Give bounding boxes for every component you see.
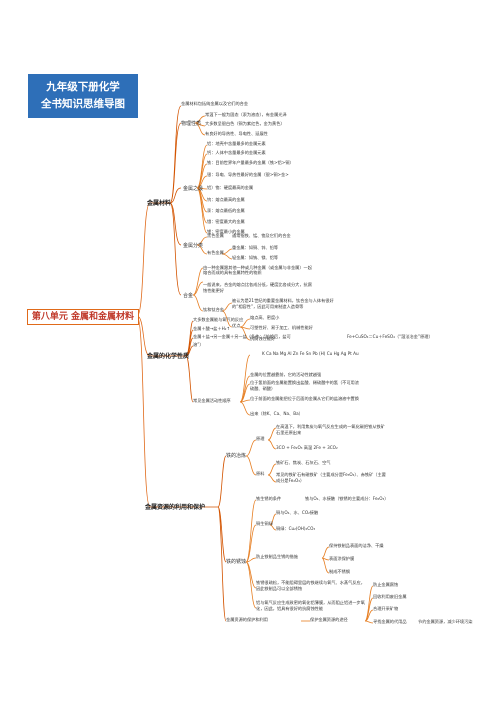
series-item: 出来（除K、Ca、Na、Ba） (250, 411, 303, 416)
cu-rust-item: 铜与O₂、水、CO₂接触 (276, 510, 319, 515)
most-item: 钙：人体中含量最多的金属元素 (207, 150, 266, 155)
chem-item: 金属＋酸→盐＋H₂↑ (193, 326, 230, 331)
physical-label: 物理性质 (181, 121, 202, 127)
rust-label: 铁的锈蚀 (226, 559, 247, 565)
ti-label: 钛和钛合金 (203, 307, 224, 312)
principle-desc: 石里还原出来 (276, 430, 302, 435)
series-item: 位于氢前面的金属能置换出盐酸、稀硫酸中的氢（不可用浓 (250, 380, 359, 385)
rust-cond-desc: 铁与O₂、水接触（铁锈的主要成分：Fe₂O₃） (305, 496, 389, 501)
materials-top: 金属材料包括纯金属以及它们的合金 (181, 101, 249, 106)
ti-desc: 的“相容性”，因此可用来制造人造骨等 (232, 304, 304, 309)
protect-label: 金属资源的保护和利用 (226, 617, 268, 622)
rust-cond-label: 铁生锈的条件 (256, 496, 282, 501)
chem-item: 大多数金属能与氧气的反应 (193, 317, 244, 322)
alloy-label: 合金 (183, 293, 194, 299)
protect-item: 合理开采矿物 (373, 606, 399, 611)
raw-item: 铁矿石、焦炭、石灰石、空气 (276, 460, 331, 465)
class-color: 有色金属 (207, 250, 224, 255)
protect-item: 寻找金属的代用品 (373, 619, 407, 624)
raw-label: 原料 (256, 471, 265, 476)
cu-rust-label: 铜生铜绿 (256, 521, 273, 526)
most-item: 铝：地壳中含量最多的金属元素 (207, 141, 266, 146)
series-item: 硫酸、硝酸） (250, 386, 276, 391)
rust-note: 化，因此，铝具有很好的抗腐蚀性能 (256, 606, 324, 611)
smelt-label: 铁的冶炼 (226, 453, 247, 459)
most-item: 铁：目前世界年产量最多的金属（铁>铝>铜） (207, 160, 294, 165)
alloy-note: 一般说来，合金的熔点比各成分低，硬度比各成分大，抗腐 (203, 282, 312, 287)
rust-note: 铝与氧气反应生成致密的氧化铝薄膜，从而阻止铝进一步氧 (256, 600, 365, 605)
root-node: 第八单元 金属和金属材料 (27, 309, 139, 325)
series-line: K Ca Na Mg Al Zn Fe Sn Pb (H) Cu Hg Ag P… (262, 351, 359, 356)
series-item: 位于前面的金属能把位于后面的金属从它们的盐溶液中置换 (250, 396, 359, 401)
class-label: 金属分类 (183, 243, 204, 249)
most-item: 汞：熔点最低的金属 (207, 208, 245, 213)
prevent-item: 保持铁制品表面的洁净、干燥 (329, 543, 384, 548)
alloy-def: 熔合而成的具有金属特性的物质 (203, 270, 262, 275)
branch-resources: 金属资源的利用和保护 (145, 504, 206, 511)
series-item: 金属的位置越靠前，它的活动性就越强 (250, 372, 322, 377)
most-item: 钨：熔点最高的金属 (207, 197, 245, 202)
series-label: 常见金属活动性顺序 (193, 398, 231, 403)
chem-item: 溶”） (193, 342, 204, 347)
fe-cu-equation: Fe+CuSO₄＝Cu＋FeSO₄（“湿法冶金”原理） (347, 334, 433, 339)
principle-label: 原理 (256, 436, 265, 441)
physical-item: 大多数呈银白色（铜为紫红色，金为黄色） (205, 121, 285, 126)
ti-desc: 被认为是21世纪的重要金属材料，钛合金与人体有很好 (232, 298, 334, 303)
class-black-desc: 通常指铁、锰、铬及它们的合金 (232, 233, 291, 238)
title-banner: 九年级下册化学 全书知识思维导图 (28, 74, 138, 118)
raw-item: 常见的铁矿石有磁铁矿（主要成分是Fe₃O₄）、赤铁矿（主要 (276, 472, 386, 477)
alloy-note: 蚀性能更好 (203, 288, 224, 293)
protect-item: 回收利用废旧金属 (373, 594, 407, 599)
branch-chemical: 金属的化学性质 (147, 353, 190, 360)
protect-note: 节约金属资源，减少环境污染 (418, 619, 473, 624)
cu-rust-item: 铜绿：Cu₂(OH)₂CO₃ (276, 526, 316, 531)
protect-way: 保护金属资源的途径 (310, 617, 348, 622)
principle-desc: 在高温下，利用焦炭与氧气反应生成的一氧化碳把铁从铁矿 (276, 424, 385, 429)
prevent-item: 表面涂保护膜 (329, 556, 355, 561)
rust-note: 铁锈很疏松，不能阻碍里层的铁继续与氧气、水蒸气反应， (256, 580, 365, 585)
class-heavy: 重金属：如铜、锌、铅等 (232, 245, 279, 250)
physical-item: 常温下一般为固态（汞为液态），有金属光泽 (205, 112, 287, 117)
alloy-def: 由一种金属跟其他一种或几种金属（或金属与非金属）一起 (203, 265, 312, 270)
most-item: 锂：密度最小的金属 (207, 229, 245, 234)
most-item: 锇：密度最大的金属 (207, 219, 245, 224)
adv-label: 优点 (232, 323, 241, 328)
adv-item: 可塑性好、易于加工、机械性能好 (250, 325, 313, 330)
class-light: 轻金属：如钠、镁、铝等 (232, 255, 279, 260)
most-item: 银：导电、导热性最好的金属（银>铜>金> (207, 172, 289, 177)
smelt-equation: 3CO + Fe₂O₃ 高温 2Fe + 3CO₂ (276, 445, 338, 450)
title-line1: 九年级下册化学 (46, 81, 120, 93)
chem-item: 金属＋盐→另一金属＋另一盐（条件：“前换后，盐可 (193, 334, 291, 339)
title-line2: 全书知识思维导图 (41, 98, 125, 110)
most-item: 铝）铬：硬度最高的金属 (207, 185, 254, 190)
adv-item: 抗腐蚀性能好 (250, 336, 276, 341)
class-black: 黑色金属 (207, 233, 224, 238)
protect-item: 防止金属腐蚀 (373, 582, 399, 587)
prevent-item: 制成不锈钢 (329, 569, 350, 574)
prevent-label: 防止铁制品生锈的措施 (256, 554, 298, 559)
branch-materials: 金属材料 (147, 200, 172, 207)
rust-note: 因此铁制品可以全部锈蚀 (256, 586, 303, 591)
most-label: 金属之最 (183, 186, 204, 192)
raw-item: 成分是Fe₂O₃） (276, 478, 305, 483)
adv-item: 熔点高、密度小 (250, 315, 280, 320)
physical-item: 有良好的导热性、导电性、延展性 (205, 131, 268, 136)
